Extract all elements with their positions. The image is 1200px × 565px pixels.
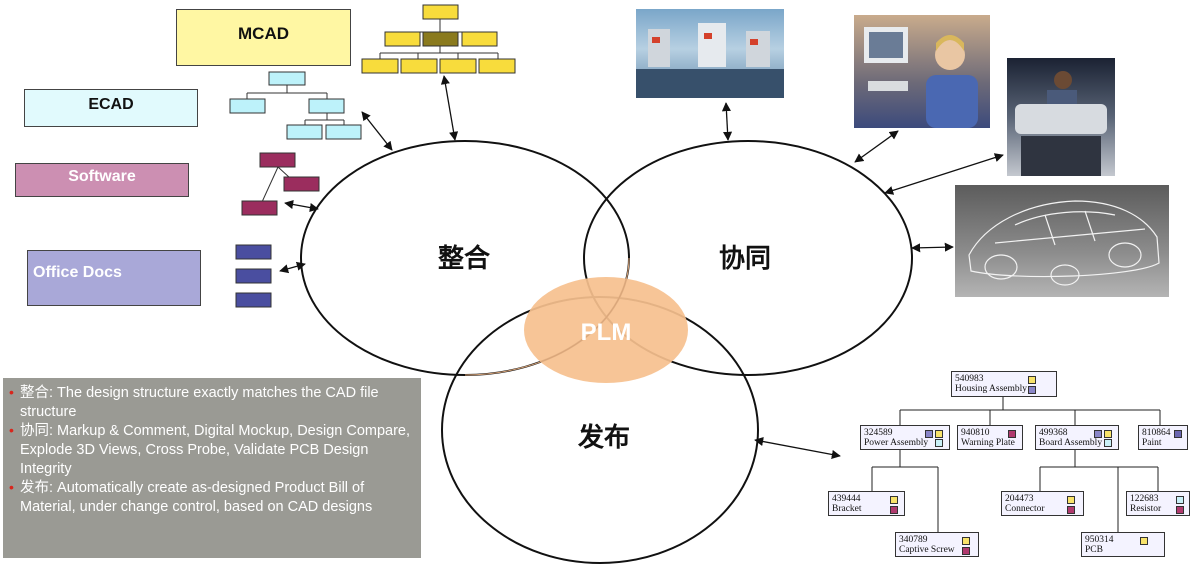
bom-id: 204473 [1005,494,1034,504]
connector-arrows [279,75,1004,459]
bom-name: Warning Plate [961,438,1015,448]
description-panel: • 整合: The design structure exactly matche… [3,378,421,558]
status-square-icon [1104,430,1112,438]
status-square-icon [1176,496,1184,504]
bullet-text: : Markup & Comment, Digital Mockup, Desi… [20,423,411,477]
bom-node-level2: 204473 Connector [1001,491,1084,516]
bom-name: Bracket [832,504,862,514]
bom-name: Paint [1142,438,1162,448]
ecad-label: ECAD [24,89,198,127]
bom-name: Housing Assembly [955,384,1028,394]
plm-label: PLM [581,319,632,346]
status-square-icon [890,506,898,514]
bom-name: Connector [1005,504,1045,514]
bom-node-level1: 810864 Paint [1138,425,1188,450]
bullet-key: 整合 [20,385,49,401]
bom-node-level1: 324589 Power Assembly [860,425,950,450]
status-square-icon [1028,386,1036,394]
bom-name: Board Assembly [1039,438,1103,448]
status-square-icon [1104,439,1112,447]
bom-node-level2: 340789 Captive Screw [895,532,979,557]
bullet-dot-icon: • [9,422,14,438]
engineer-at-computer-photo [854,15,990,128]
status-square-icon [962,547,970,555]
collaboration-circle [583,140,913,376]
office-docs-structure-icon [235,244,272,308]
bullet-text: : Automatically create as-designed Produ… [20,480,373,515]
bullet-text: : The design structure exactly matches t… [20,385,379,420]
status-square-icon [1067,506,1075,514]
status-square-icon [1176,506,1184,514]
bom-id: 810864 [1142,428,1171,438]
bom-id: 499368 [1039,428,1068,438]
status-square-icon [1174,430,1182,438]
bom-id: 439444 [832,494,861,504]
bullet-release: • 发布: Automatically create as-designed Pr… [9,479,415,517]
bullet-dot-icon: • [9,384,14,400]
bom-node-level2: 950314 PCB [1081,532,1165,557]
bom-name: Resistor [1130,504,1162,514]
bom-id: 950314 [1085,535,1114,545]
bom-name: PCB [1085,545,1103,555]
software-structure-icon [241,152,320,216]
status-square-icon [1008,430,1016,438]
bom-node-level1: 499368 Board Assembly [1035,425,1119,450]
status-square-icon [935,430,943,438]
bom-node-level2: 122683 Resistor [1126,491,1190,516]
bom-id: 340789 [899,535,928,545]
wireframe-car-3d-render [955,185,1169,297]
bom-id: 540983 [955,374,984,384]
ecad-structure-icon [229,71,362,140]
bom-name: Captive Screw [899,545,955,555]
status-square-icon [1094,430,1102,438]
bom-name: Power Assembly [864,438,929,448]
bom-tree-lines [871,397,1161,532]
technician-with-machine-photo [1007,58,1115,176]
bullet-collaboration: • 协同: Markup & Comment, Digital Mockup, D… [9,422,415,479]
bom-id: 940810 [961,428,990,438]
status-square-icon [925,430,933,438]
bullet-key: 协同 [20,423,49,439]
status-square-icon [890,496,898,504]
status-square-icon [935,439,943,447]
mcad-structure-icon [361,4,516,74]
integration-label: 整合 [438,243,491,274]
status-square-icon [1028,376,1036,384]
bom-node-root: 540983 Housing Assembly [951,371,1057,397]
bullet-dot-icon: • [9,479,14,495]
bom-id: 324589 [864,428,893,438]
bullet-key: 发布 [20,480,49,496]
office-docs-label: Office Docs [27,250,201,306]
software-label: Software [15,163,189,197]
bom-node-level2: 439444 Bracket [828,491,905,516]
mcad-label: MCAD [176,9,351,66]
bullet-integration: • 整合: The design structure exactly matche… [9,384,415,422]
industrial-machines-photo [636,9,784,98]
bom-id: 122683 [1130,494,1159,504]
status-square-icon [962,537,970,545]
status-square-icon [1140,537,1148,545]
collaboration-label: 协同 [719,244,771,274]
status-square-icon [1067,496,1075,504]
plm-center-circle [524,277,688,383]
release-label: 发布 [577,422,630,453]
bom-node-level1: 940810 Warning Plate [957,425,1023,450]
